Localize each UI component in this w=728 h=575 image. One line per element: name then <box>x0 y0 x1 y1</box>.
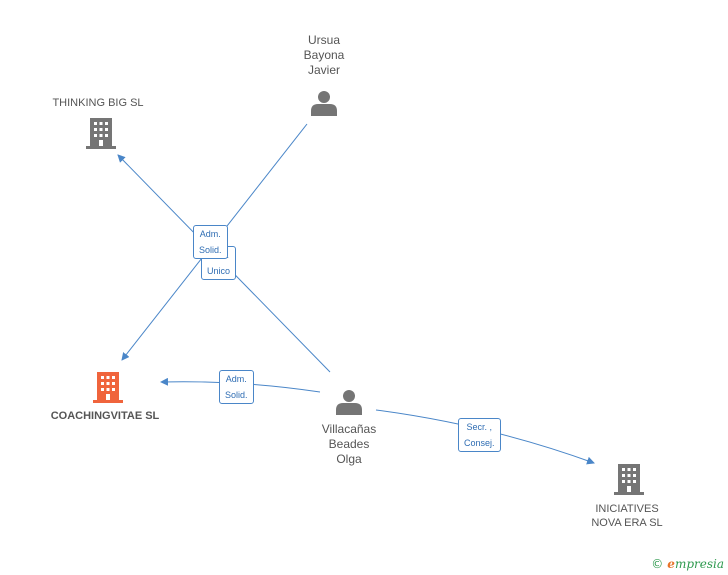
empresia-logo[interactable]: ©empresia <box>651 557 724 571</box>
node-label-iniciatives[interactable]: INICIATIVES NOVA ERA SL <box>591 503 663 529</box>
person-icon[interactable] <box>311 91 337 116</box>
edge-label-adm-solid[interactable]: Adm. Solid. <box>219 370 254 404</box>
node-label-thinking-big[interactable]: THINKING BIG SL <box>52 97 144 109</box>
edge-label-adm-solid[interactable]: Adm. Solid. <box>193 225 228 259</box>
node-label-ursua[interactable]: Ursua Bayona Javier <box>303 33 345 77</box>
building-icon[interactable] <box>86 118 116 149</box>
building-icon[interactable] <box>93 372 123 403</box>
node-label-coachingvitae[interactable]: COACHINGVITAE SL <box>50 410 160 422</box>
person-icon[interactable] <box>336 390 362 415</box>
building-icon[interactable] <box>614 464 644 495</box>
edge-label-secr-consej[interactable]: Secr. , Consej. <box>458 418 501 452</box>
node-label-villacanas[interactable]: Villacañas Beades Olga <box>321 422 377 466</box>
copyright-icon: © <box>651 557 664 571</box>
